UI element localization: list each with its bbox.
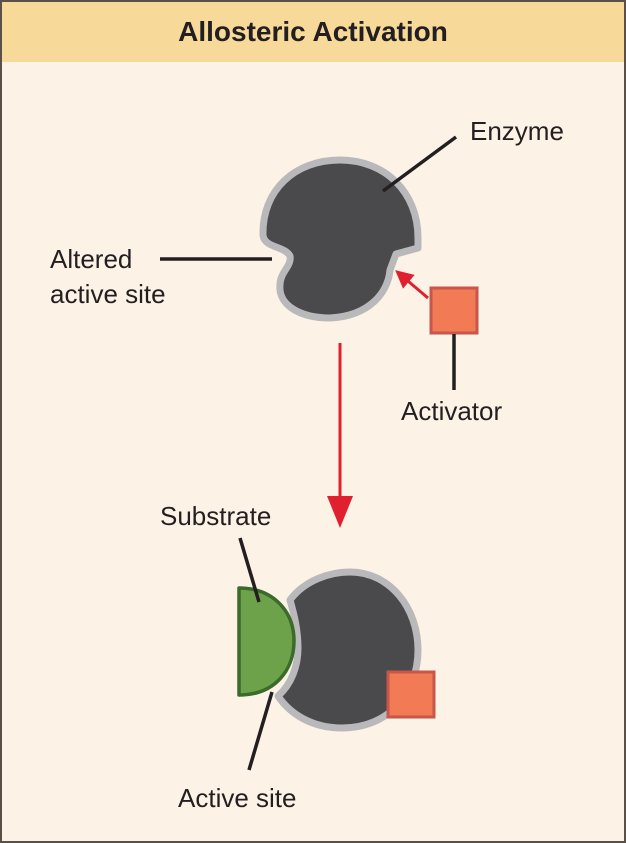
substrate-label: Substrate	[160, 501, 272, 531]
activator-binding-arrow	[395, 270, 429, 300]
enzyme-top-body	[259, 156, 422, 322]
active-site-leader-line	[247, 691, 274, 771]
enzyme-bottom-body	[274, 568, 422, 732]
header-bar: Allosteric Activation	[0, 0, 626, 64]
substrate-shape	[237, 586, 296, 697]
enzyme-label: Enzyme	[470, 116, 564, 146]
enzyme-bottom	[274, 568, 422, 732]
substrate-leader-line	[238, 537, 261, 603]
transition-arrowhead	[327, 496, 353, 528]
activator-label: Activator	[401, 396, 503, 426]
activator-square-top	[429, 286, 479, 335]
altered-active-site-label-line2: active site	[50, 279, 166, 309]
altered-active-site-label-line1: Altered	[50, 244, 133, 274]
enzyme-leader-line	[381, 135, 458, 193]
figure-title: Allosteric Activation	[178, 16, 448, 47]
activator-square-bound	[386, 670, 436, 719]
enzyme-top	[259, 156, 422, 322]
active-site-label: Active site	[178, 783, 297, 813]
